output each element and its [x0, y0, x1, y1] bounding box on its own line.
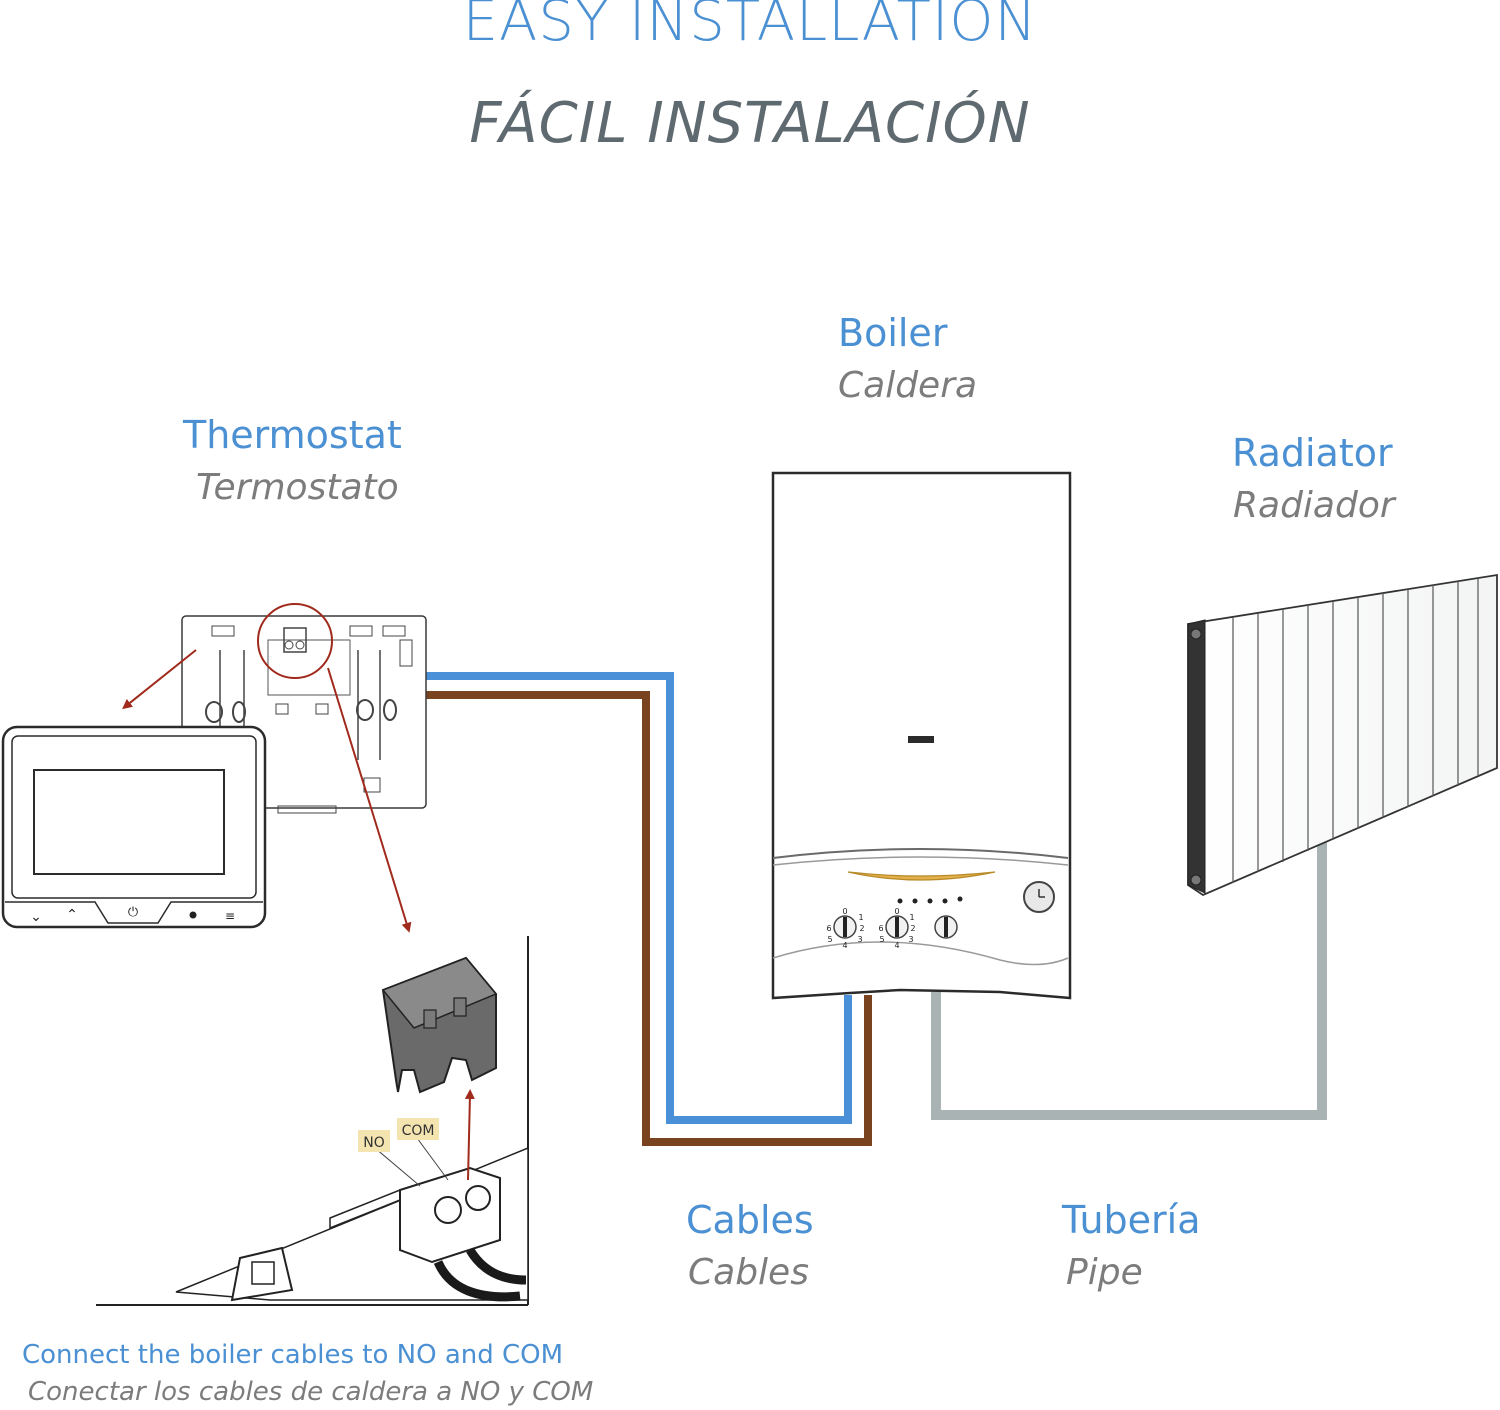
menu-icon: ≡	[225, 909, 235, 923]
svg-text:3: 3	[908, 935, 913, 944]
svg-text:COM: COM	[402, 1123, 435, 1139]
svg-text:6: 6	[826, 924, 831, 933]
title-english: EASY INSTALLATION	[462, 0, 1038, 54]
terminal-no-label: NO	[358, 1130, 390, 1152]
radiator-label-es: Radiador	[1233, 485, 1395, 526]
radiator-label: Radiator	[1232, 431, 1393, 475]
up-arrow-icon: ⌃	[66, 907, 78, 923]
svg-text:2: 2	[910, 924, 915, 933]
boiler-display-window	[847, 871, 996, 881]
pipe-label: Tubería	[1062, 1198, 1201, 1242]
boiler-unit: 0 1 2 3 4 5 6 0 1 2 3 4 5 6	[771, 471, 1072, 1000]
down-arrow-icon: ⌄	[30, 909, 42, 925]
svg-text:0: 0	[842, 907, 847, 916]
thermostat-unit: ⌄ ⌃ ⏻ ≡	[1, 725, 267, 929]
cable-blue	[424, 672, 852, 1124]
title-spanish: FÁCIL INSTALACIÓN	[469, 91, 1031, 156]
thermostat-label-es: Termostato	[196, 467, 399, 508]
pipe-label-es: Pipe	[1066, 1252, 1143, 1293]
svg-text:3: 3	[857, 935, 862, 944]
boiler-label-es: Caldera	[838, 365, 978, 406]
cable-brown	[424, 691, 872, 1146]
terminal-highlight-circle	[257, 603, 333, 679]
boiler-label: Boiler	[838, 311, 948, 355]
svg-text:4: 4	[894, 941, 899, 950]
arrow-to-thermostat	[122, 649, 197, 710]
caption-english: Connect the boiler cables to NO and COM	[22, 1340, 564, 1370]
svg-text:NO: NO	[363, 1135, 385, 1151]
svg-text:4: 4	[842, 941, 847, 950]
svg-text:6: 6	[878, 924, 883, 933]
thermostat-label: Thermostat	[183, 413, 402, 457]
svg-text:0: 0	[894, 907, 899, 916]
wiring-detail	[96, 936, 529, 1306]
caption-spanish: Conectar los cables de caldera a NO y CO…	[28, 1377, 594, 1407]
svg-text:5: 5	[827, 935, 832, 944]
cables-label: Cables	[686, 1198, 814, 1242]
svg-text:1: 1	[909, 913, 914, 922]
svg-text:5: 5	[879, 935, 884, 944]
svg-text:1: 1	[858, 913, 863, 922]
cables-label-es: Cables	[688, 1252, 809, 1293]
terminal-com-label: COM	[397, 1118, 439, 1140]
radiator-unit	[1187, 573, 1498, 897]
boiler-logo	[908, 736, 934, 743]
arrow-to-connector	[327, 667, 412, 933]
power-icon: ⏻	[128, 905, 138, 920]
dot-icon	[189, 911, 197, 919]
pipe	[931, 842, 1327, 1120]
svg-text:2: 2	[859, 924, 864, 933]
